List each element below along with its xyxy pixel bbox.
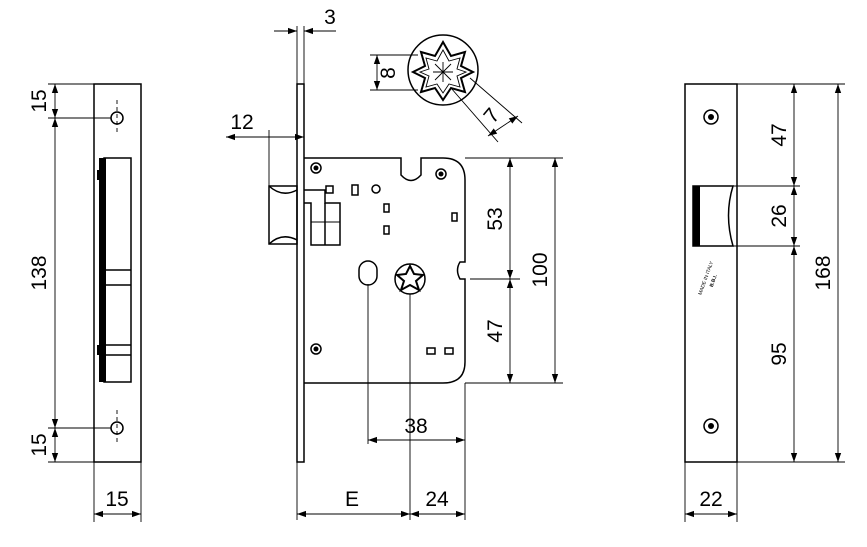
dim-latch-window: 26 [768, 204, 791, 227]
manufacturer-stamp: MADE IN ITALY B.B.I. [697, 260, 719, 296]
right-faceplate-outline [684, 83, 738, 463]
body-screw-2 [435, 168, 447, 180]
spindle-detail: 8 7 [370, 34, 523, 143]
body-screw-1 [310, 162, 322, 174]
latch-window [692, 185, 735, 247]
latch-bolt [268, 185, 298, 245]
dim-faceplate-width: 15 [105, 488, 128, 511]
dim-spindle-inner: 8 [377, 67, 400, 79]
lock-case-outline [304, 157, 466, 384]
dim-body-height: 100 [529, 252, 552, 287]
dim-right-bottom: 95 [768, 342, 791, 365]
body-screw-3 [310, 343, 322, 355]
dim-faceplate-thickness: 3 [324, 6, 336, 29]
dim-right-width: 22 [699, 488, 722, 511]
dim-lower-center: 47 [484, 319, 507, 342]
faceplate-edge [296, 83, 305, 463]
latch-shadow [99, 158, 106, 382]
dim-latch-projection: 12 [230, 111, 253, 134]
right-screw-hole-bottom [703, 418, 719, 434]
dim-top-hole: 15 [28, 89, 51, 112]
dim-upper-center: 53 [484, 207, 507, 230]
dim-right-top: 47 [768, 123, 791, 146]
right-screw-hole-top [703, 109, 719, 125]
dim-bottom-hole: 15 [28, 433, 51, 456]
left-faceplate-view: 15 138 15 15 [28, 83, 142, 522]
left-faceplate-outline [93, 83, 142, 463]
dim-center-distance: 38 [404, 415, 427, 438]
dim-right-total: 168 [812, 255, 835, 290]
right-faceplate-view: MADE IN ITALY B.B.I. 47 26 95 168 22 [684, 83, 845, 522]
lock-body-view: 3 12 53 47 100 38 E 24 [226, 6, 563, 520]
stamp-brand: B.B.I. [709, 273, 719, 288]
key-slot [358, 260, 378, 286]
dim-spindle-outer: 7 [479, 104, 504, 128]
dim-faceplate-height: 138 [28, 255, 51, 290]
dim-spindle-to-edge: 24 [425, 488, 449, 511]
spindle-hub [394, 263, 426, 295]
spindle-outer-circle [407, 34, 479, 106]
spindle-star-profile [410, 39, 476, 102]
dim-backset: E [345, 488, 359, 511]
